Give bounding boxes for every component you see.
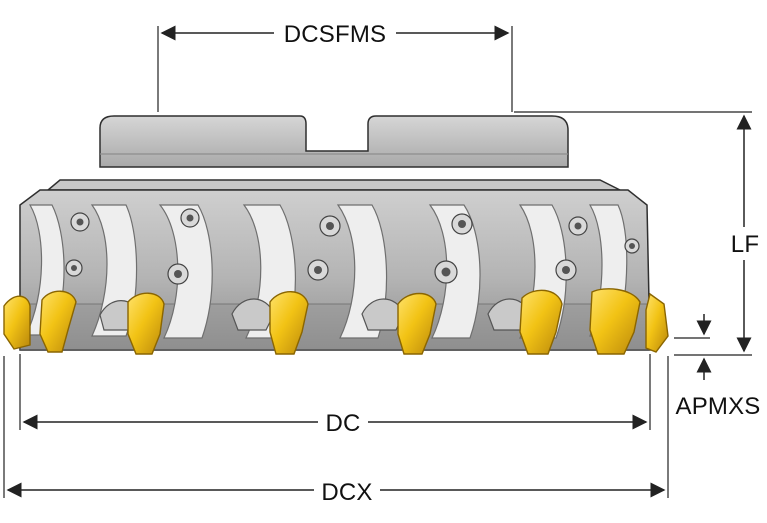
label-dcx: DCX	[321, 479, 372, 506]
dimension-lines	[3, 25, 752, 498]
label-lf: LF	[731, 231, 759, 258]
screw-icon	[180, 208, 200, 228]
cutting-insert-icon	[39, 290, 77, 353]
label-apmxs: APMXS	[675, 393, 760, 420]
label-dc: DC	[325, 410, 360, 437]
cutting-insert-icon	[519, 289, 563, 355]
cutting-insert-icon	[127, 292, 165, 355]
screw-icon	[568, 216, 588, 236]
screw-icon	[451, 213, 473, 235]
cutter-hub	[45, 115, 621, 191]
screw-icon	[555, 259, 577, 281]
cutting-insert-icon	[3, 295, 31, 350]
clamp-screws	[65, 208, 640, 285]
screw-icon	[434, 260, 458, 284]
cutting-insert-icon	[589, 288, 641, 355]
cutting-insert-icon	[269, 291, 309, 355]
screw-icon	[307, 259, 329, 281]
screw-icon	[319, 215, 341, 237]
dimension-labels: DCSFMS LF DC DCX APMXS	[284, 21, 761, 506]
cutting-insert-icon	[645, 292, 669, 353]
screw-icon	[70, 212, 90, 232]
insert-seat	[231, 298, 275, 331]
screw-icon	[65, 259, 83, 277]
label-dcsfms: DCSFMS	[284, 21, 387, 48]
cutting-inserts	[3, 288, 669, 355]
screw-icon	[167, 263, 189, 285]
screw-icon	[624, 238, 640, 254]
cutting-insert-icon	[397, 292, 437, 355]
